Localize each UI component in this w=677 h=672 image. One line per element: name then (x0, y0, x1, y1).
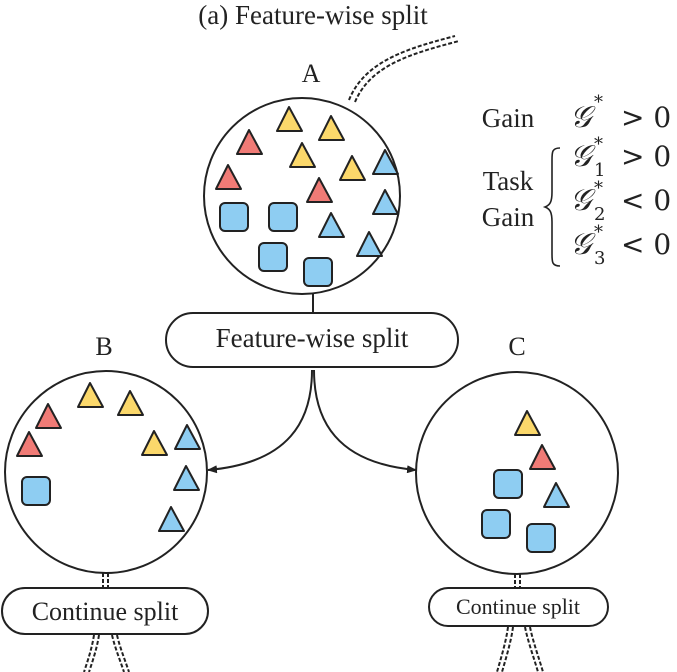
blue-square (481, 509, 511, 539)
yellow-triangle (77, 382, 104, 408)
outgoing-branch-left (83, 634, 130, 672)
blue-square (526, 523, 556, 553)
gain-symbol: 𝒢 (570, 100, 596, 135)
blue-square (303, 257, 333, 287)
task-gain-1-superscript: * (594, 134, 603, 155)
blue-triangle (356, 231, 383, 257)
blue-triangle (158, 506, 185, 532)
red-triangle (236, 129, 263, 155)
gain-superscript: * (594, 92, 603, 113)
outgoing-branch-right (496, 626, 544, 672)
blue-square (21, 476, 51, 506)
blue-triangle (372, 189, 399, 215)
blue-square (268, 202, 298, 232)
yellow-triangle (339, 155, 366, 181)
yellow-triangle (117, 390, 144, 416)
gain-relation: > 0 (621, 101, 671, 134)
node-a: A (203, 59, 401, 295)
task-gain-1-relation: > 0 (621, 140, 671, 173)
diagram-title: (a) Feature-wise split (198, 0, 428, 30)
arrow-to-node-b (207, 369, 313, 474)
task-gain-label-line1: Task (483, 166, 534, 196)
task-gain-2-subscript: 2 (594, 204, 605, 225)
red-triangle (529, 444, 556, 470)
incoming-branch-connector (348, 35, 460, 103)
task-gain-label-line2: Gain (482, 202, 535, 232)
continue-split-label-left: Continue split (32, 597, 179, 626)
node-b: B (4, 332, 208, 574)
task-gain-3-symbol: 𝒢 (570, 227, 596, 262)
red-triangle (306, 177, 333, 203)
blue-square (493, 469, 523, 499)
yellow-triangle (514, 410, 541, 436)
yellow-triangle (276, 106, 303, 132)
blue-triangle (372, 149, 399, 175)
continue-split-label-right: Continue split (456, 594, 580, 619)
node-b-continue-connector (102, 573, 109, 588)
arrow-to-node-c (313, 369, 417, 474)
task-gain-3-relation: < 0 (621, 228, 671, 261)
node-b-label: B (95, 332, 112, 361)
red-triangle (35, 403, 62, 429)
blue-triangle (174, 424, 201, 450)
blue-square (258, 242, 288, 272)
red-triangle (215, 164, 242, 190)
node-c-continue-connector (514, 574, 521, 589)
gain-legend: Gain 𝒢 * > 0 (482, 92, 671, 135)
node-b-circle (4, 370, 208, 574)
task-gain-1-symbol: 𝒢 (570, 139, 596, 174)
yellow-triangle (318, 115, 345, 141)
task-gain-1-subscript: 1 (594, 160, 605, 181)
task-gain-2-symbol: 𝒢 (570, 183, 596, 218)
continue-split-box-right: Continue split (428, 587, 609, 627)
feature-wise-split-box: Feature-wise split (165, 312, 459, 368)
node-a-label: A (302, 59, 321, 88)
blue-triangle (173, 465, 200, 491)
continue-split-box-left: Continue split (1, 587, 209, 635)
red-triangle (16, 431, 43, 457)
gain-label: Gain (482, 103, 535, 133)
node-c: C (415, 332, 619, 575)
task-gain-3-subscript: 3 (594, 248, 605, 269)
node-a-circle (203, 97, 401, 295)
task-gain-legend: Task Gain 𝒢 * 1 > 0 𝒢 * 2 < 0 𝒢 * 3 < 0 (482, 134, 671, 269)
blue-triangle (543, 482, 570, 508)
blue-square (219, 202, 249, 232)
task-gain-2-relation: < 0 (621, 184, 671, 217)
task-gain-3-superscript: * (594, 222, 603, 243)
task-gain-2-superscript: * (594, 178, 603, 199)
feature-wise-split-label: Feature-wise split (216, 323, 409, 353)
yellow-triangle (141, 430, 168, 456)
node-c-label: C (508, 332, 525, 361)
task-gain-brace (542, 147, 561, 267)
blue-triangle (318, 212, 345, 238)
yellow-triangle (289, 142, 316, 168)
